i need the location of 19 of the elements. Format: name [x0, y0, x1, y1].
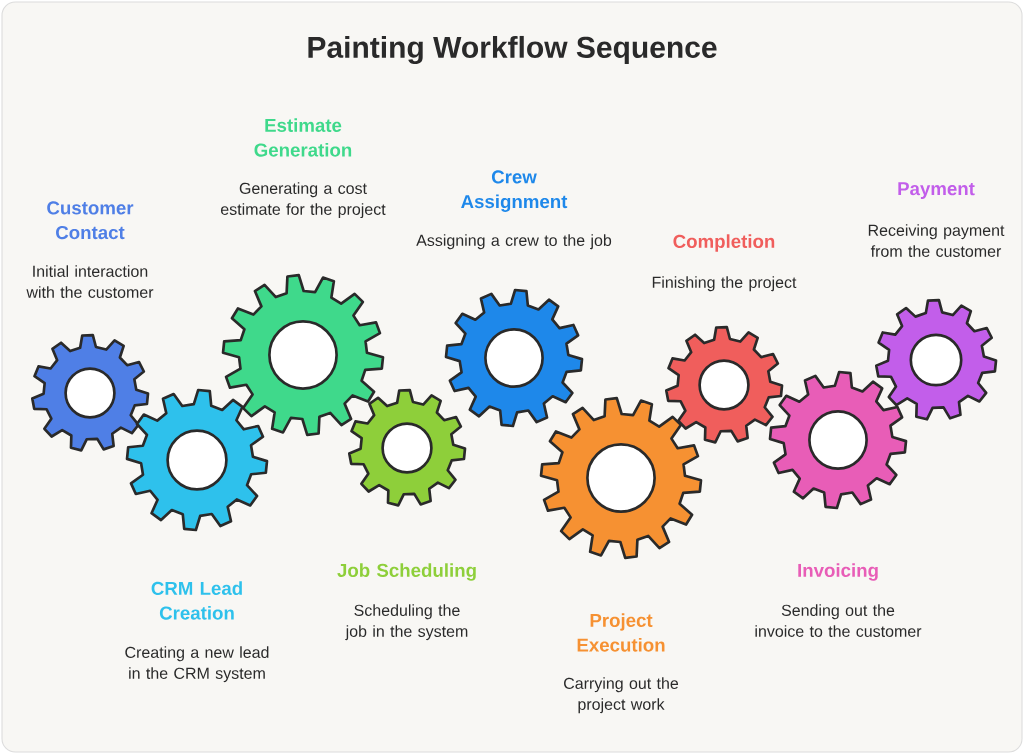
step-description: Generating a cost estimate for the project	[220, 182, 386, 219]
step-description: Sending out the invoice to the customer	[755, 604, 922, 637]
step-title: Payment	[898, 182, 975, 199]
step-title: Customer Contact	[47, 201, 134, 240]
step-description: Initial interaction with the customer	[26, 265, 154, 298]
step-title: Job Scheduling	[337, 563, 476, 581]
step-title: Completion	[673, 234, 775, 252]
step-title: Estimate Generation	[254, 118, 352, 157]
step-title: CRM Lead Creation	[151, 581, 242, 620]
step-description: Receiving payment from the customer	[868, 224, 1005, 257]
step-description: Finishing the project	[652, 276, 797, 292]
step-title: Invoicing	[798, 563, 878, 581]
step-description: Scheduling the job in the system	[345, 604, 468, 641]
step-description: Creating a new lead in the CRM system	[125, 646, 269, 683]
step-description: Carrying out the project work	[564, 677, 679, 714]
step-description: Assigning a crew to the job	[416, 234, 612, 250]
step-title: Project Execution	[577, 613, 665, 652]
step-title: Crew Assignment	[461, 170, 568, 212]
diagram-title: Painting Workflow Sequence	[308, 35, 717, 65]
